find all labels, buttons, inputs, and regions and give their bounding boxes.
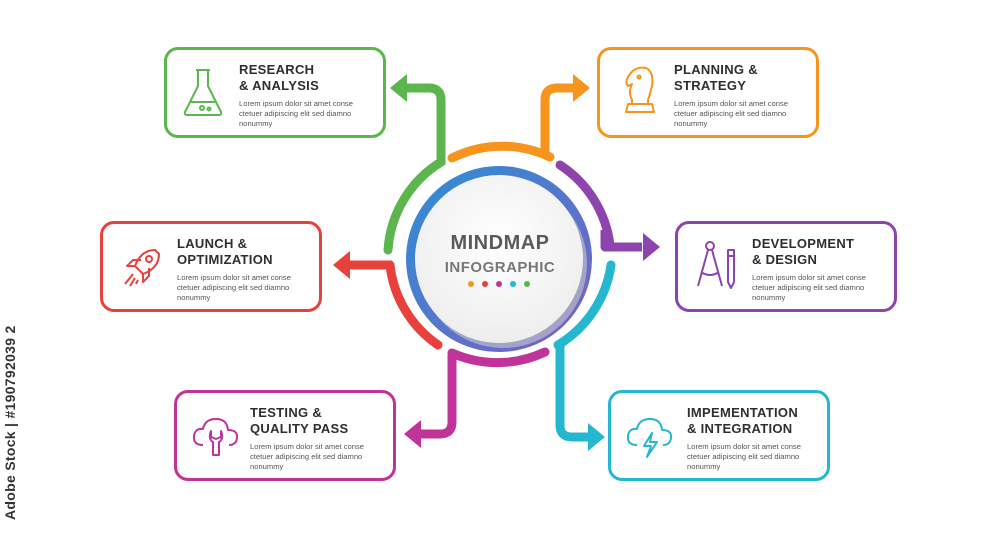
node-testing: TESTING & QUALITY PASS Lorem ipsum dolor…	[174, 390, 396, 481]
node-description: Lorem ipsum dolor sit amet conse ctetuer…	[687, 442, 801, 471]
connector-implementation	[555, 345, 590, 442]
node-description: Lorem ipsum dolor sit amet conse ctetuer…	[177, 273, 291, 302]
node-title: PLANNING & STRATEGY	[674, 62, 758, 93]
ring-arc-research	[383, 157, 446, 255]
dot	[510, 281, 516, 287]
dot	[496, 281, 502, 287]
connector-development	[600, 230, 642, 252]
ring-arc-launch	[385, 260, 443, 350]
flask-icon	[183, 69, 223, 116]
arrowhead-planning	[573, 74, 590, 102]
arrowhead-testing	[404, 420, 421, 448]
arrowhead-implementation	[588, 423, 605, 451]
node-title: LAUNCH & OPTIMIZATION	[177, 236, 273, 267]
chess-knight-icon	[625, 66, 655, 113]
connector-research	[405, 83, 446, 165]
node-title: TESTING & QUALITY PASS	[250, 405, 349, 436]
center-subtitle: INFOGRAPHIC	[444, 259, 556, 276]
dot	[524, 281, 530, 287]
cloud-lightning-icon	[626, 418, 673, 458]
rocket-icon	[124, 249, 160, 287]
node-research: RESEARCH & ANALYSIS Lorem ipsum dolor si…	[164, 47, 386, 138]
connector-planning	[540, 83, 575, 157]
node-description: Lorem ipsum dolor sit amet conse ctetuer…	[239, 99, 353, 128]
node-implementation: IMPEMENTATION & INTEGRATION Lorem ipsum …	[608, 390, 830, 481]
node-launch: LAUNCH & OPTIMIZATION Lorem ipsum dolor …	[100, 221, 322, 312]
node-development: DEVELOPMENT & DESIGN Lorem ipsum dolor s…	[675, 221, 897, 312]
arrowhead-development	[643, 233, 660, 261]
node-title: DEVELOPMENT & DESIGN	[752, 236, 855, 267]
compass-pencil-icon	[697, 241, 735, 289]
connector-testing	[420, 355, 457, 439]
center-disc	[415, 175, 583, 343]
node-title: RESEARCH & ANALYSIS	[239, 62, 320, 93]
arrowhead-launch	[333, 251, 350, 279]
center-title: MINDMAP	[450, 232, 550, 254]
dot	[468, 281, 474, 287]
arrowhead-research	[390, 74, 407, 102]
node-description: Lorem ipsum dolor sit amet conse ctetuer…	[674, 99, 788, 128]
node-description: Lorem ipsum dolor sit amet conse ctetuer…	[752, 273, 866, 302]
dot	[482, 281, 488, 287]
ring-arc-planning	[447, 141, 555, 163]
stock-watermark: Adobe Stock | #190792039 2	[2, 325, 18, 520]
node-description: Lorem ipsum dolor sit amet conse ctetuer…	[250, 442, 364, 471]
cloud-wrench-icon	[192, 418, 239, 456]
ring-arc-testing	[447, 347, 550, 368]
center-dots	[468, 281, 538, 289]
node-title: IMPEMENTATION & INTEGRATION	[687, 405, 799, 436]
ring-arc-implementation	[553, 260, 616, 350]
node-planning: PLANNING & STRATEGY Lorem ipsum dolor si…	[597, 47, 819, 138]
